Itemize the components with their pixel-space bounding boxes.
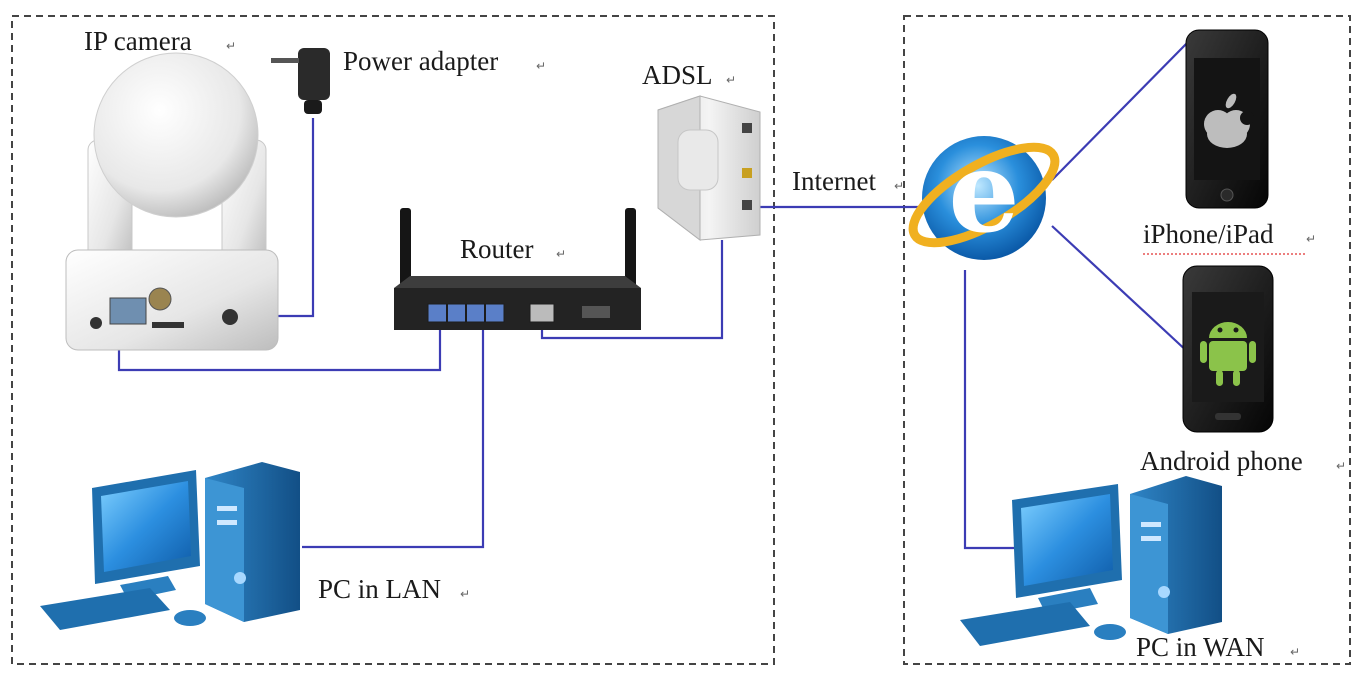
router-icon (394, 208, 641, 330)
return-mark: ↵ (1306, 232, 1316, 246)
label-android-phone: Android phone (1140, 446, 1303, 476)
label-iphone-ipad: iPhone/iPad (1143, 219, 1274, 249)
return-mark: ↵ (894, 179, 904, 193)
internet-explorer-icon: e (908, 127, 1060, 260)
return-mark: ↵ (226, 39, 236, 53)
label-pc-lan: PC in LAN (318, 574, 441, 604)
return-mark: ↵ (536, 59, 546, 73)
return-mark: ↵ (1336, 459, 1346, 473)
pc-wan-icon (960, 476, 1222, 646)
label-router: Router (460, 234, 534, 264)
return-mark: ↵ (460, 587, 470, 601)
android-phone-icon (1182, 265, 1274, 433)
line-internet-pc-wan (963, 270, 1020, 550)
line-router-pc-lan (302, 316, 485, 549)
line-internet-iphone (1051, 39, 1191, 181)
line-internet-android (1051, 225, 1191, 355)
return-mark: ↵ (556, 247, 566, 261)
label-pc-wan: PC in WAN (1136, 632, 1265, 662)
power-adapter-icon (271, 48, 330, 114)
ip-camera-icon (65, 52, 279, 351)
label-power-adapter: Power adapter (343, 46, 498, 76)
label-ip-camera: IP camera (84, 26, 192, 56)
svg-text:e: e (948, 127, 1019, 258)
return-mark: ↵ (1290, 645, 1300, 659)
pc-lan-icon (40, 462, 300, 630)
wan-frame (903, 15, 1351, 665)
return-mark: ↵ (726, 73, 736, 87)
lan-frame (11, 15, 775, 665)
iphone-icon (1185, 29, 1269, 209)
label-adsl: ADSL (642, 60, 713, 90)
label-internet: Internet (792, 166, 876, 196)
adsl-modem-icon (657, 95, 761, 242)
